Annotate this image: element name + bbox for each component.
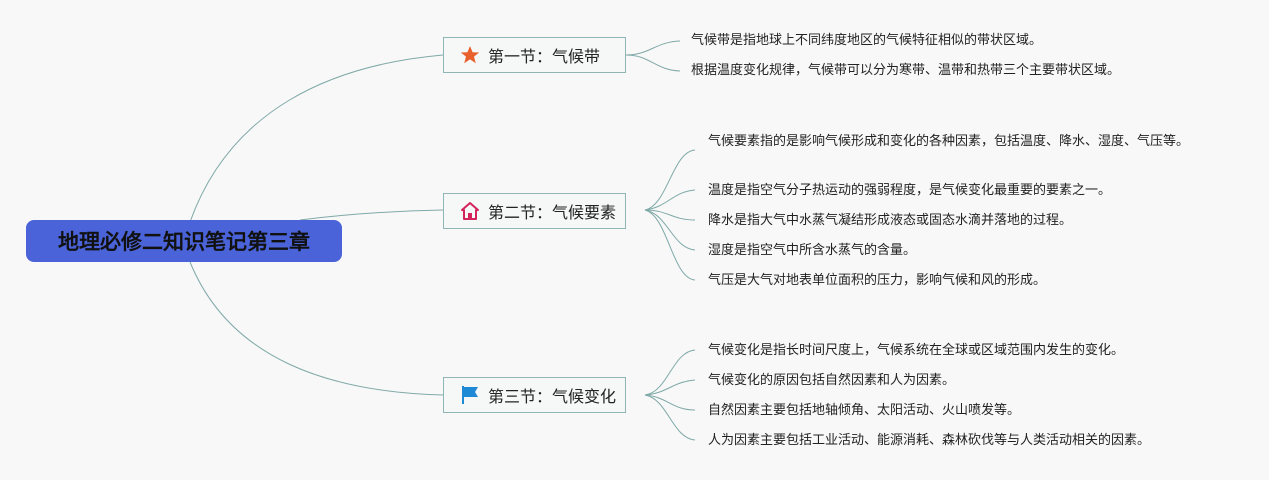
branch-topic-climate-elements[interactable]: 第二节：气候要素 [443,193,626,229]
leaf-text[interactable]: 气候变化是指长时间尺度上，气候系统在全球或区域范围内发生的变化。 [708,343,1125,358]
branch-label: 第三节：气候变化 [488,387,617,406]
leaf-text[interactable]: 自然因素主要包括地轴倾角、太阳活动、火山喷发等。 [708,403,1021,418]
leaf-text[interactable]: 气候变化的原因包括自然因素和人为因素。 [708,373,956,388]
leaf-text[interactable]: 人为因素主要包括工业活动、能源消耗、森林砍伐等与人类活动相关的因素。 [708,433,1151,448]
leaf-text[interactable]: 根据温度变化规律，气候带可以分为寒带、温带和热带三个主要带状区域。 [691,63,1121,78]
root-topic[interactable]: 地理必修二知识笔记第三章 [26,220,342,262]
leaf-text[interactable]: 气候带是指地球上不同纬度地区的气候特征相似的带状区域。 [691,33,1043,48]
branch-label: 第二节：气候要素 [488,203,617,222]
branch-topic-climate-zones[interactable]: 第一节：气候带 [443,37,626,73]
branch-label: 第一节：气候带 [488,47,601,66]
leaf-text[interactable]: 气候要素指的是影响气候形成和变化的各种因素，包括温度、降水、湿度、气压等。 [708,134,1190,149]
home-icon [460,201,480,221]
leaf-text[interactable]: 湿度是指空气中所含水蒸气的含量。 [708,243,917,258]
root-title: 地理必修二知识笔记第三章 [58,230,310,254]
flag-icon [460,385,480,405]
leaf-text[interactable]: 温度是指空气分子热运动的强弱程度，是气候变化最重要的要素之一。 [708,183,1112,198]
leaf-text[interactable]: 降水是指大气中水蒸气凝结形成液态或固态水滴并落地的过程。 [708,213,1073,228]
branch-topic-climate-change[interactable]: 第三节：气候变化 [443,377,626,413]
star-icon [460,45,480,65]
leaf-text[interactable]: 气压是大气对地表单位面积的压力，影响气候和风的形成。 [708,273,1047,288]
